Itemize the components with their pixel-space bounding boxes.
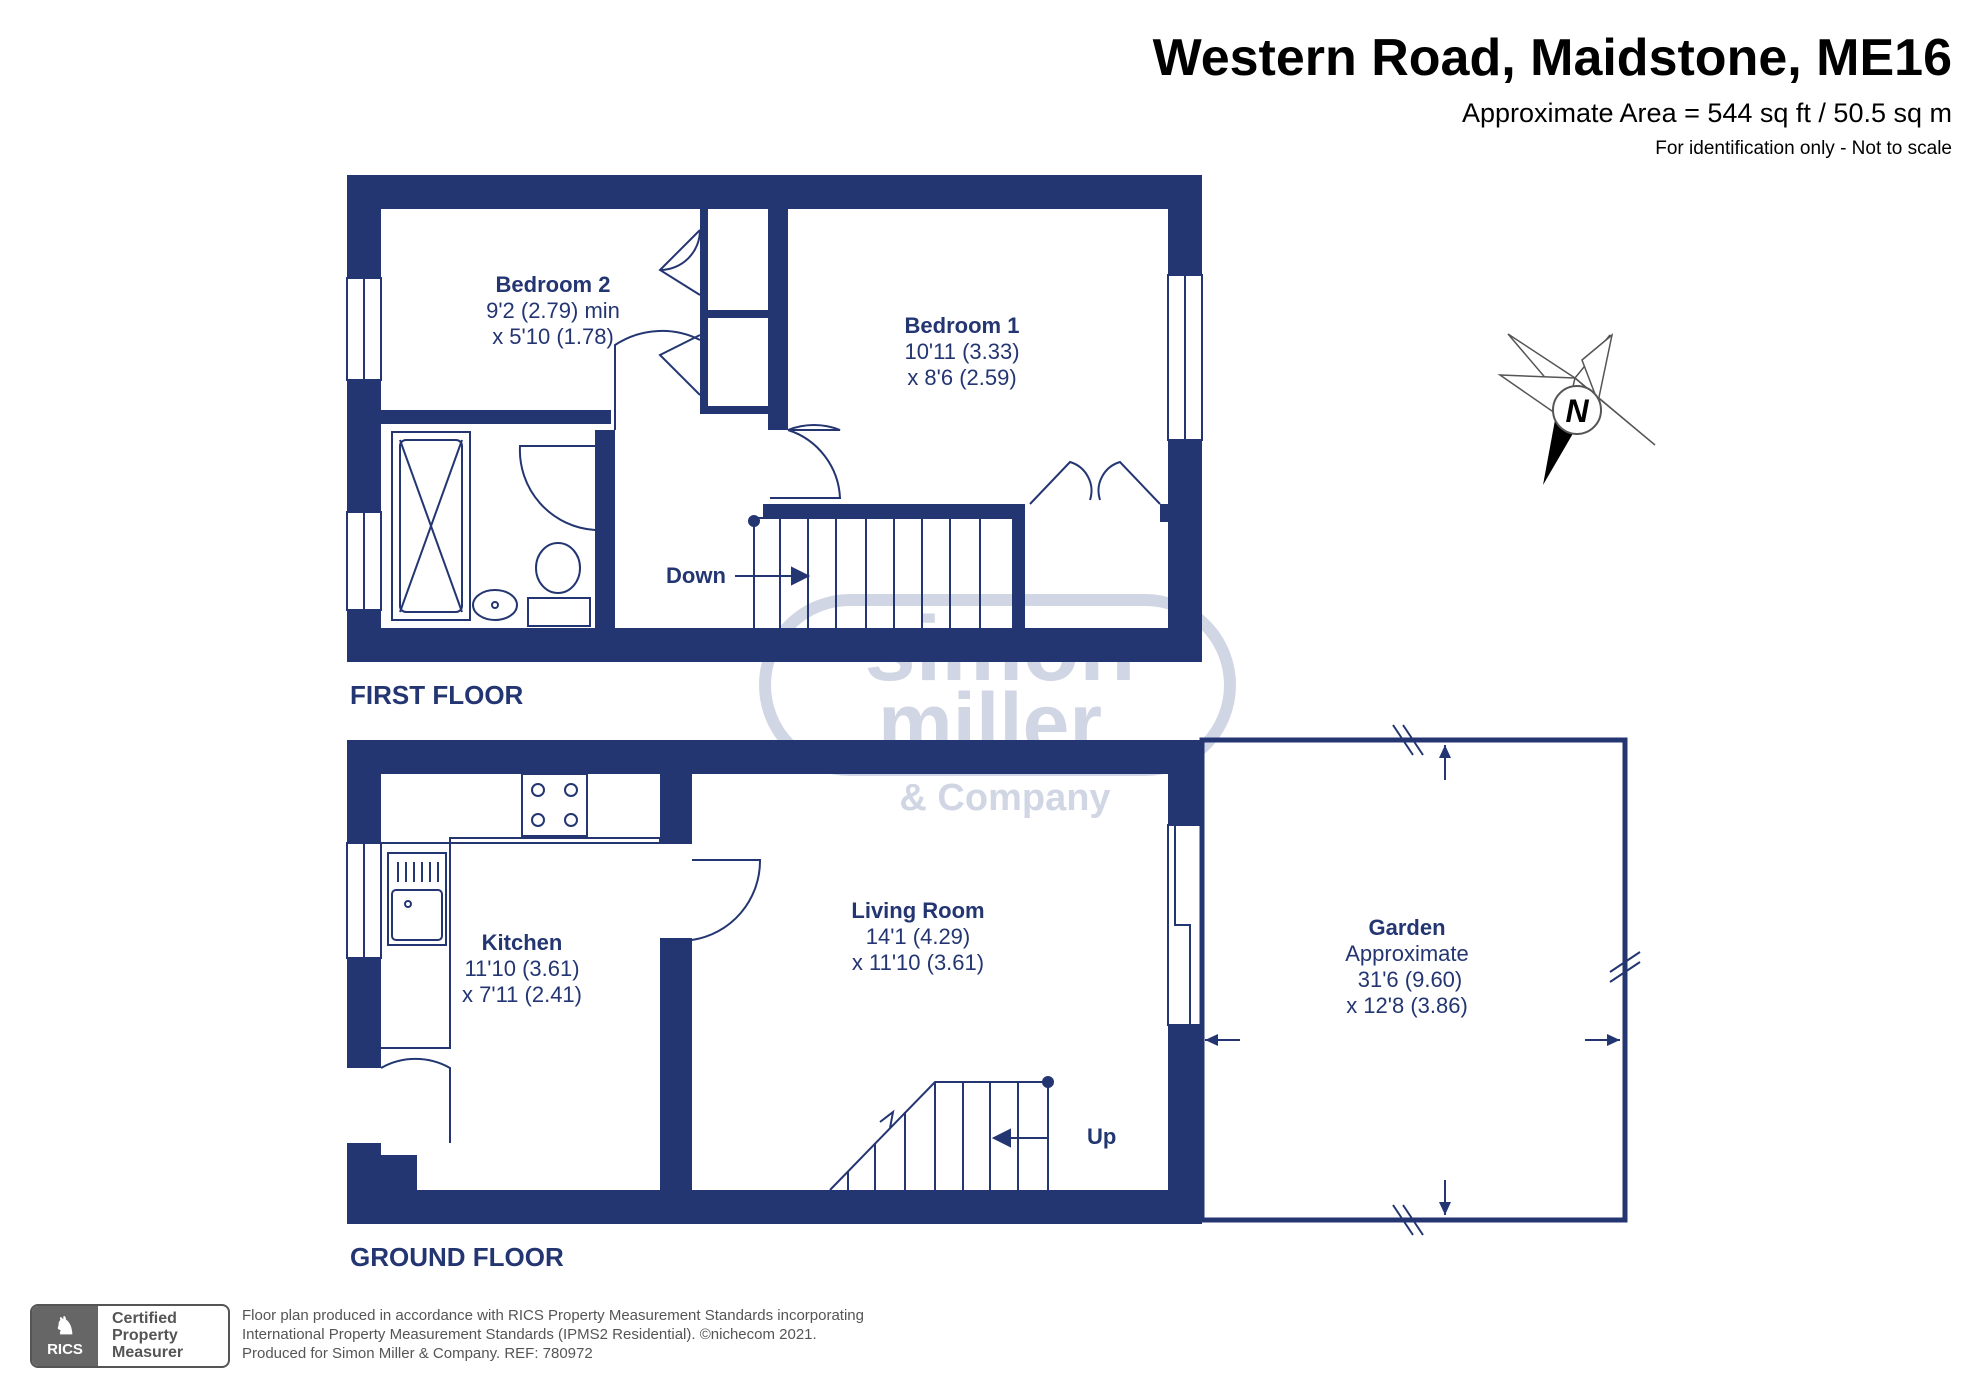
- badge-line: Certified: [112, 1310, 177, 1327]
- stairs-down-label: Down: [666, 563, 726, 588]
- compass-icon: N: [1497, 333, 1656, 485]
- ground-floor-stairs: [829, 1076, 1054, 1191]
- bedroom2-name: Bedroom 2: [496, 272, 611, 297]
- living-room-name: Living Room: [851, 898, 984, 923]
- footer-line: Produced for Simon Miller & Company. REF…: [242, 1345, 593, 1362]
- compass-label: N: [1565, 393, 1589, 429]
- garden-outline: [1199, 724, 1641, 1236]
- garden-dim2: x 12'8 (3.86): [1346, 993, 1468, 1018]
- stairs-up-label: Up: [1087, 1124, 1116, 1149]
- kitchen-dim2: x 7'11 (2.41): [462, 982, 582, 1007]
- first-floor-windows: [346, 274, 1203, 611]
- watermark-line3: & Company: [899, 777, 1110, 819]
- first-floor-stairs: [735, 515, 1012, 628]
- bedroom1-dim2: x 8'6 (2.59): [907, 365, 1016, 390]
- page-title: Western Road, Maidstone, ME16: [1152, 29, 1952, 87]
- first-floor-walls: [347, 175, 1202, 662]
- bedroom2-dim1: 9'2 (2.79) min: [486, 298, 620, 323]
- garden-name: Garden: [1368, 915, 1445, 940]
- rics-logo: ♞ RICS: [32, 1306, 98, 1366]
- kitchen-dim1: 11'10 (3.61): [464, 956, 579, 981]
- first-floor-label: FIRST FLOOR: [350, 680, 524, 710]
- footer-disclaimer: Floor plan produced in accordance with R…: [242, 1306, 1002, 1363]
- living-room-dim2: x 11'10 (3.61): [852, 950, 984, 975]
- approximate-area: Approximate Area = 544 sq ft / 50.5 sq m: [1461, 98, 1952, 128]
- bedroom1-dim1: 10'11 (3.33): [904, 339, 1019, 364]
- ground-floor-doors: [380, 859, 762, 1143]
- ground-floor-walls: [347, 740, 1202, 1224]
- living-room-dim1: 14'1 (4.29): [866, 924, 971, 949]
- rics-mark: RICS: [47, 1341, 83, 1358]
- garden-dim0: Approximate: [1345, 941, 1469, 966]
- garden-dim1: 31'6 (9.60): [1358, 967, 1463, 992]
- bath-fixtures: [391, 431, 591, 627]
- bedroom1-name: Bedroom 1: [905, 313, 1020, 338]
- scale-note: For identification only - Not to scale: [1655, 138, 1952, 159]
- footer-line: International Property Measurement Stand…: [242, 1326, 817, 1343]
- badge-line: Measurer: [112, 1344, 184, 1361]
- rics-badge: ♞ RICS Certified Property Measurer: [30, 1304, 230, 1368]
- kitchen-name: Kitchen: [482, 930, 563, 955]
- certified-measurer-text: Certified Property Measurer: [112, 1310, 222, 1361]
- bedroom2-dim2: x 5'10 (1.78): [492, 324, 614, 349]
- badge-line: Property: [112, 1327, 178, 1344]
- kitchen-fixtures: [381, 773, 661, 1049]
- ground-floor-label: GROUND FLOOR: [350, 1242, 564, 1272]
- lion-crest-icon: ♞: [54, 1313, 76, 1340]
- footer-line: Floor plan produced in accordance with R…: [242, 1307, 864, 1324]
- first-floor-doors: [518, 229, 1161, 531]
